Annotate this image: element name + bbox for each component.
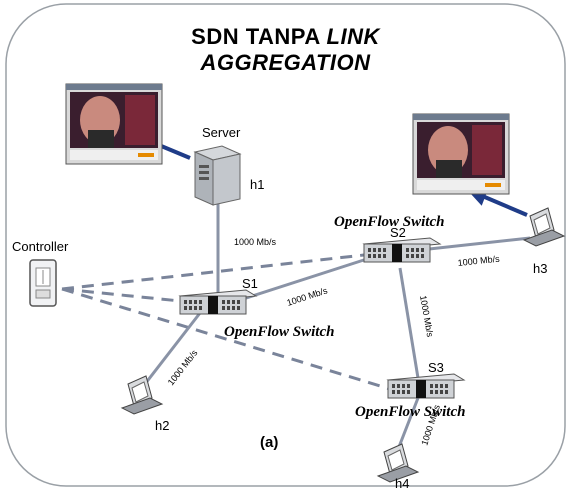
h3-label: h3 — [533, 261, 547, 276]
h3-arrow — [479, 193, 528, 217]
figure-label: (a) — [260, 434, 278, 451]
s1-h2-link — [143, 312, 202, 385]
s3-caption: OpenFlow Switch — [355, 404, 465, 420]
s3-h4-link — [395, 397, 420, 453]
video-frame-h3 — [412, 113, 510, 195]
title-plain: SDN TANPA — [191, 24, 327, 49]
h1-label: h1 — [250, 177, 264, 192]
title-italic-aggregation: AGGREGATION — [200, 50, 371, 75]
server-label: Server — [202, 125, 241, 140]
s2-s3-speed: 1000 Mb/s — [418, 295, 435, 339]
controller-label: Controller — [12, 239, 69, 254]
host-h2-icon — [120, 375, 164, 415]
s2-label: S2 — [390, 225, 406, 240]
host-h3-icon — [522, 207, 566, 247]
server-icon — [193, 145, 242, 206]
controller-s1-link — [61, 287, 191, 304]
data-links — [143, 198, 531, 453]
host-h4-icon — [376, 443, 420, 483]
diagram-title-line2: AGGREGATION — [0, 50, 571, 76]
switch-s3-icon — [386, 373, 466, 399]
switch-s1-icon — [178, 289, 258, 315]
s2-s3-link — [398, 267, 420, 379]
diagram-title-line1: SDN TANPA LINK — [0, 24, 571, 50]
h2-label: h2 — [155, 418, 169, 433]
h4-label: h4 — [395, 476, 409, 491]
title-italic-link: LINK — [326, 24, 380, 49]
s2-h3-speed: 1000 Mb/s — [457, 254, 500, 268]
h1-s1-speed: 1000 Mb/s — [234, 237, 277, 247]
controller-s3-link — [61, 287, 391, 391]
switch-s2-icon — [362, 237, 442, 263]
s2-h3-link — [419, 236, 531, 252]
s1-label: S1 — [242, 276, 258, 291]
controller-links — [61, 253, 391, 391]
s3-label: S3 — [428, 360, 444, 375]
diagram-frame — [5, 3, 566, 487]
s1-s2-speed: 1000 Mb/s — [286, 285, 330, 308]
controller-s2-link — [61, 253, 365, 291]
controller-icon — [29, 259, 57, 307]
s2-caption: OpenFlow Switch — [334, 214, 444, 230]
video-frame-server — [65, 83, 163, 165]
s1-h2-speed: 1000 Mb/s — [166, 348, 200, 388]
s1-caption: OpenFlow Switch — [224, 324, 334, 340]
s1-s2-link — [239, 256, 371, 302]
